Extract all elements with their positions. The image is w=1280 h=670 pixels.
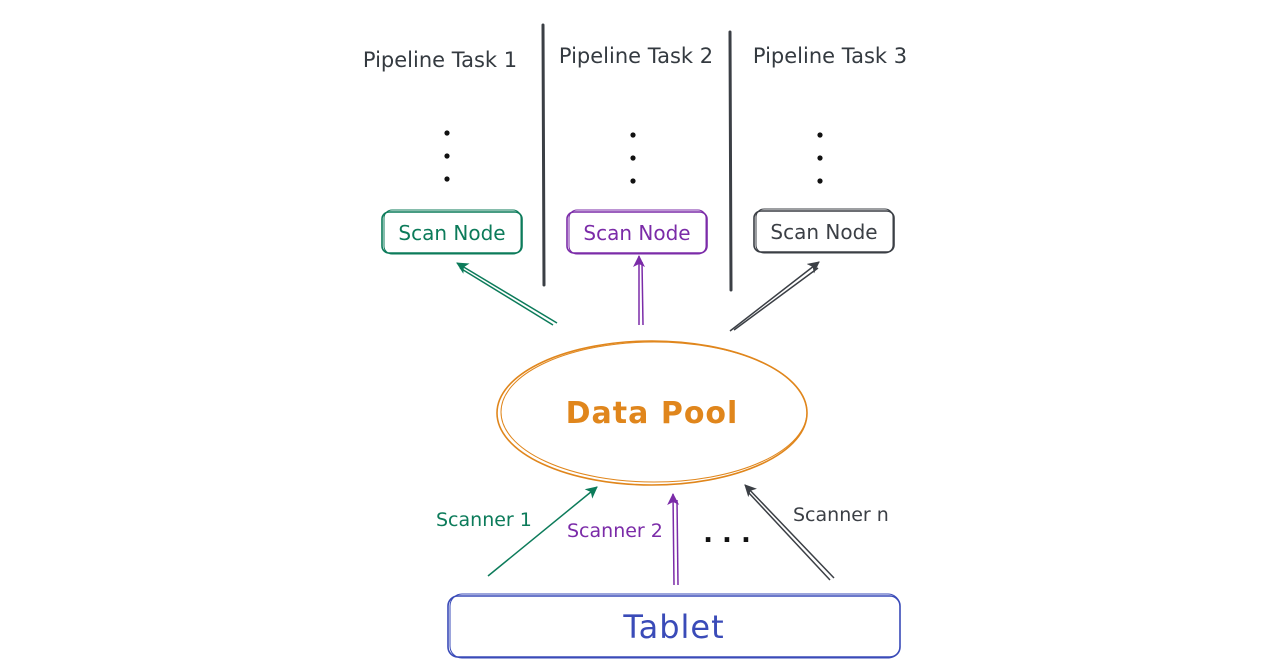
scanner-2-arrow bbox=[667, 493, 680, 586]
column-divider-2 bbox=[728, 30, 733, 292]
pipeline-task-2-title: Pipeline Task 2 bbox=[559, 44, 713, 68]
scan-node-2-label: Scan Node bbox=[583, 221, 690, 245]
arrow-pool-to-node-1 bbox=[456, 262, 558, 326]
column-divider-1 bbox=[541, 23, 546, 287]
arrow-pool-to-node-3 bbox=[729, 261, 820, 332]
scanner-1-label: Scanner 1 bbox=[436, 509, 532, 531]
vertical-ellipsis-1 bbox=[444, 130, 450, 182]
scan-node-3-label: Scan Node bbox=[770, 220, 877, 244]
vertical-ellipsis-2 bbox=[630, 132, 636, 184]
scanner-1-arrow bbox=[487, 486, 598, 577]
vertical-ellipsis-3 bbox=[817, 132, 823, 184]
scan-node-2: Scan Node bbox=[566, 209, 708, 255]
pipeline-task-1-title: Pipeline Task 1 bbox=[363, 48, 517, 72]
scan-node-3: Scan Node bbox=[753, 208, 895, 254]
scanner-n-label: Scanner n bbox=[793, 504, 889, 526]
tablet-label: Tablet bbox=[622, 608, 724, 646]
data-pool-label: Data Pool bbox=[566, 396, 739, 431]
scan-node-1-label: Scan Node bbox=[398, 221, 505, 245]
tablet: Tablet bbox=[447, 593, 901, 659]
scanner-2-label: Scanner 2 bbox=[567, 520, 663, 542]
scanner-n-arrow bbox=[744, 484, 835, 581]
scan-node-1: Scan Node bbox=[381, 209, 523, 255]
pipeline-task-3-title: Pipeline Task 3 bbox=[753, 44, 907, 68]
data-pool: Data Pool bbox=[496, 340, 808, 486]
arrow-pool-to-node-2 bbox=[633, 255, 645, 326]
scanner-ellipsis: . . . bbox=[703, 519, 751, 549]
